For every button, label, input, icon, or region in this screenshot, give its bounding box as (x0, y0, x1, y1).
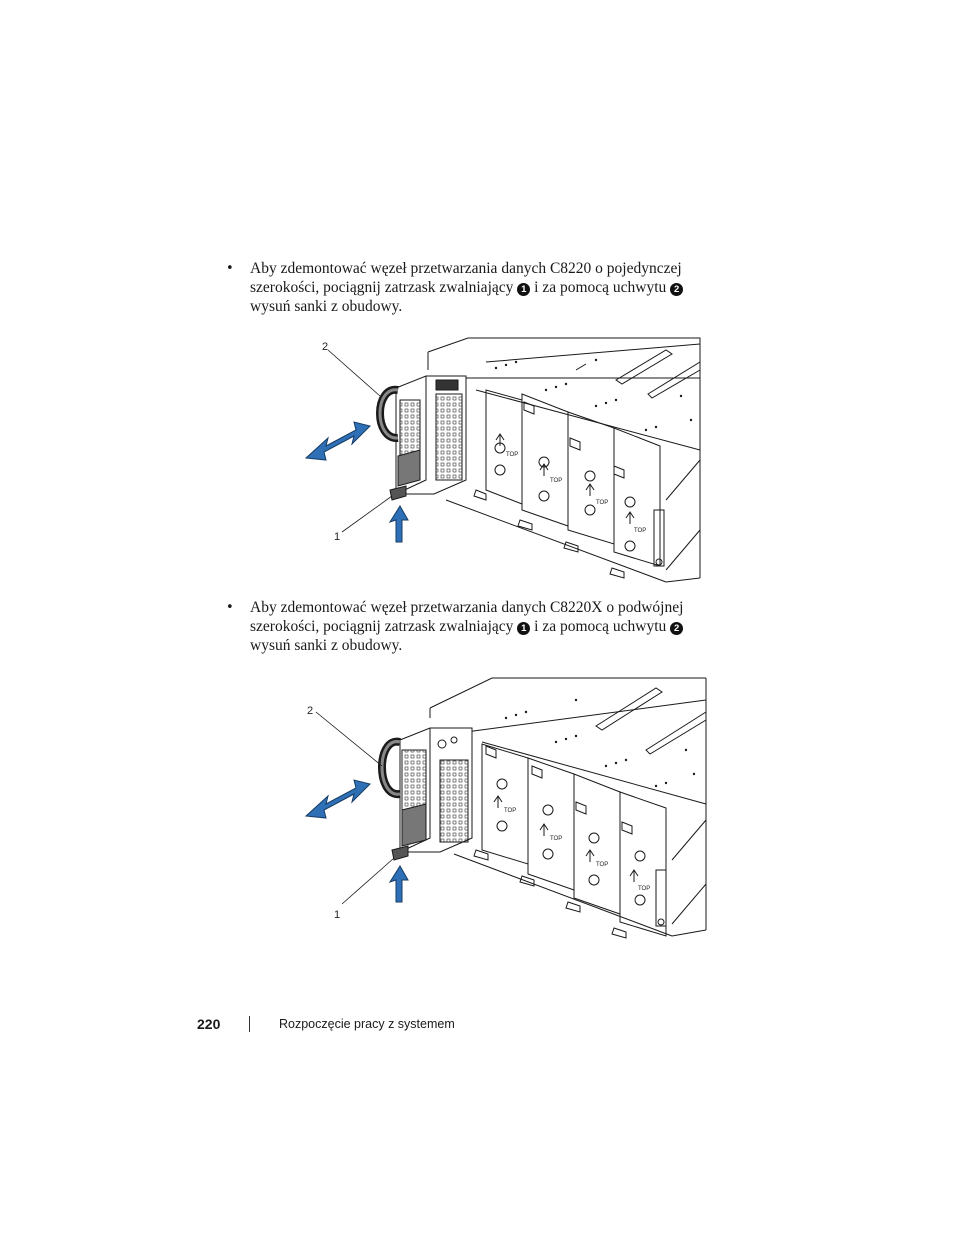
compute-node-sled (395, 375, 467, 495)
bullet-marker: • (226, 261, 234, 276)
sled-label: TOP (596, 862, 608, 868)
bullet-item-double-width: • Aby zdemontować węzeł przetwarzania da… (226, 598, 696, 655)
sled-label: TOP (550, 836, 562, 842)
callout-label-1: 1 (334, 531, 340, 543)
sled-label: TOP (634, 528, 646, 534)
bullet-line: Aby zdemontować węzeł przetwarzania dany… (250, 599, 684, 616)
bullet-item-single-width: • Aby zdemontować węzeł przetwarzania da… (226, 259, 696, 316)
callout-label-1: 1 (334, 909, 340, 921)
bullet-line-part: i za pomocą uchwytu (534, 279, 667, 296)
release-latch (391, 845, 409, 861)
callout-leader-1 (341, 495, 393, 533)
bullet-line-part: szerokości, pociągnij zatrzask zwalniają… (250, 279, 514, 296)
sled-label: TOP (550, 478, 562, 484)
callout-number-1-badge: 1 (517, 622, 531, 635)
latch-press-arrow (388, 505, 409, 543)
footer-separator (249, 1016, 250, 1032)
sled-label: TOP (638, 886, 650, 892)
bullet-text: Aby zdemontować węzeł przetwarzania dany… (250, 259, 696, 316)
page-number: 220 (197, 1016, 221, 1032)
figure-single-width-sled: TOP TOP TOP TOP 2 1 (296, 330, 706, 590)
latch-press-arrow (388, 865, 409, 903)
sled-label: TOP (596, 500, 608, 506)
callout-leader-1 (341, 857, 395, 905)
sled-label: TOP (506, 452, 518, 458)
callout-leader-2 (327, 349, 381, 397)
bullet-marker: • (226, 600, 234, 615)
compute-node-sled (399, 727, 473, 853)
callout-number-2-badge: 2 (670, 283, 684, 296)
chassis-illustration: TOP TOP TOP TOP 2 1 (304, 337, 701, 583)
callout-number-1-badge: 1 (517, 283, 531, 296)
release-latch (389, 485, 407, 501)
callout-number-2-badge: 2 (670, 622, 684, 635)
chassis-illustration: TOP TOP TOP TOP 2 1 (304, 677, 707, 939)
pull-direction-arrow (304, 779, 371, 819)
bullet-line: wysuń sanki z obudowy. (250, 298, 403, 315)
callout-label-2: 2 (307, 705, 313, 717)
pull-direction-arrow (304, 421, 371, 461)
bullet-line-part: i za pomocą uchwytu (534, 618, 667, 635)
footer-section-title: Rozpoczęcie pracy z systemem (279, 1017, 455, 1031)
bullet-line: szerokości, pociągnij zatrzask zwalniają… (250, 617, 696, 636)
bullet-line: szerokości, pociągnij zatrzask zwalniają… (250, 278, 696, 297)
callout-leader-2 (315, 711, 383, 767)
callout-label-2: 2 (322, 341, 328, 353)
bullet-text: Aby zdemontować węzeł przetwarzania dany… (250, 598, 696, 655)
bullet-line: wysuń sanki z obudowy. (250, 637, 403, 654)
sled-label: TOP (504, 808, 516, 814)
bullet-line-part: szerokości, pociągnij zatrzask zwalniają… (250, 618, 514, 635)
figure-double-width-sled: TOP TOP TOP TOP 2 1 (296, 670, 710, 960)
bullet-line: Aby zdemontować węzeł przetwarzania dany… (250, 260, 682, 277)
